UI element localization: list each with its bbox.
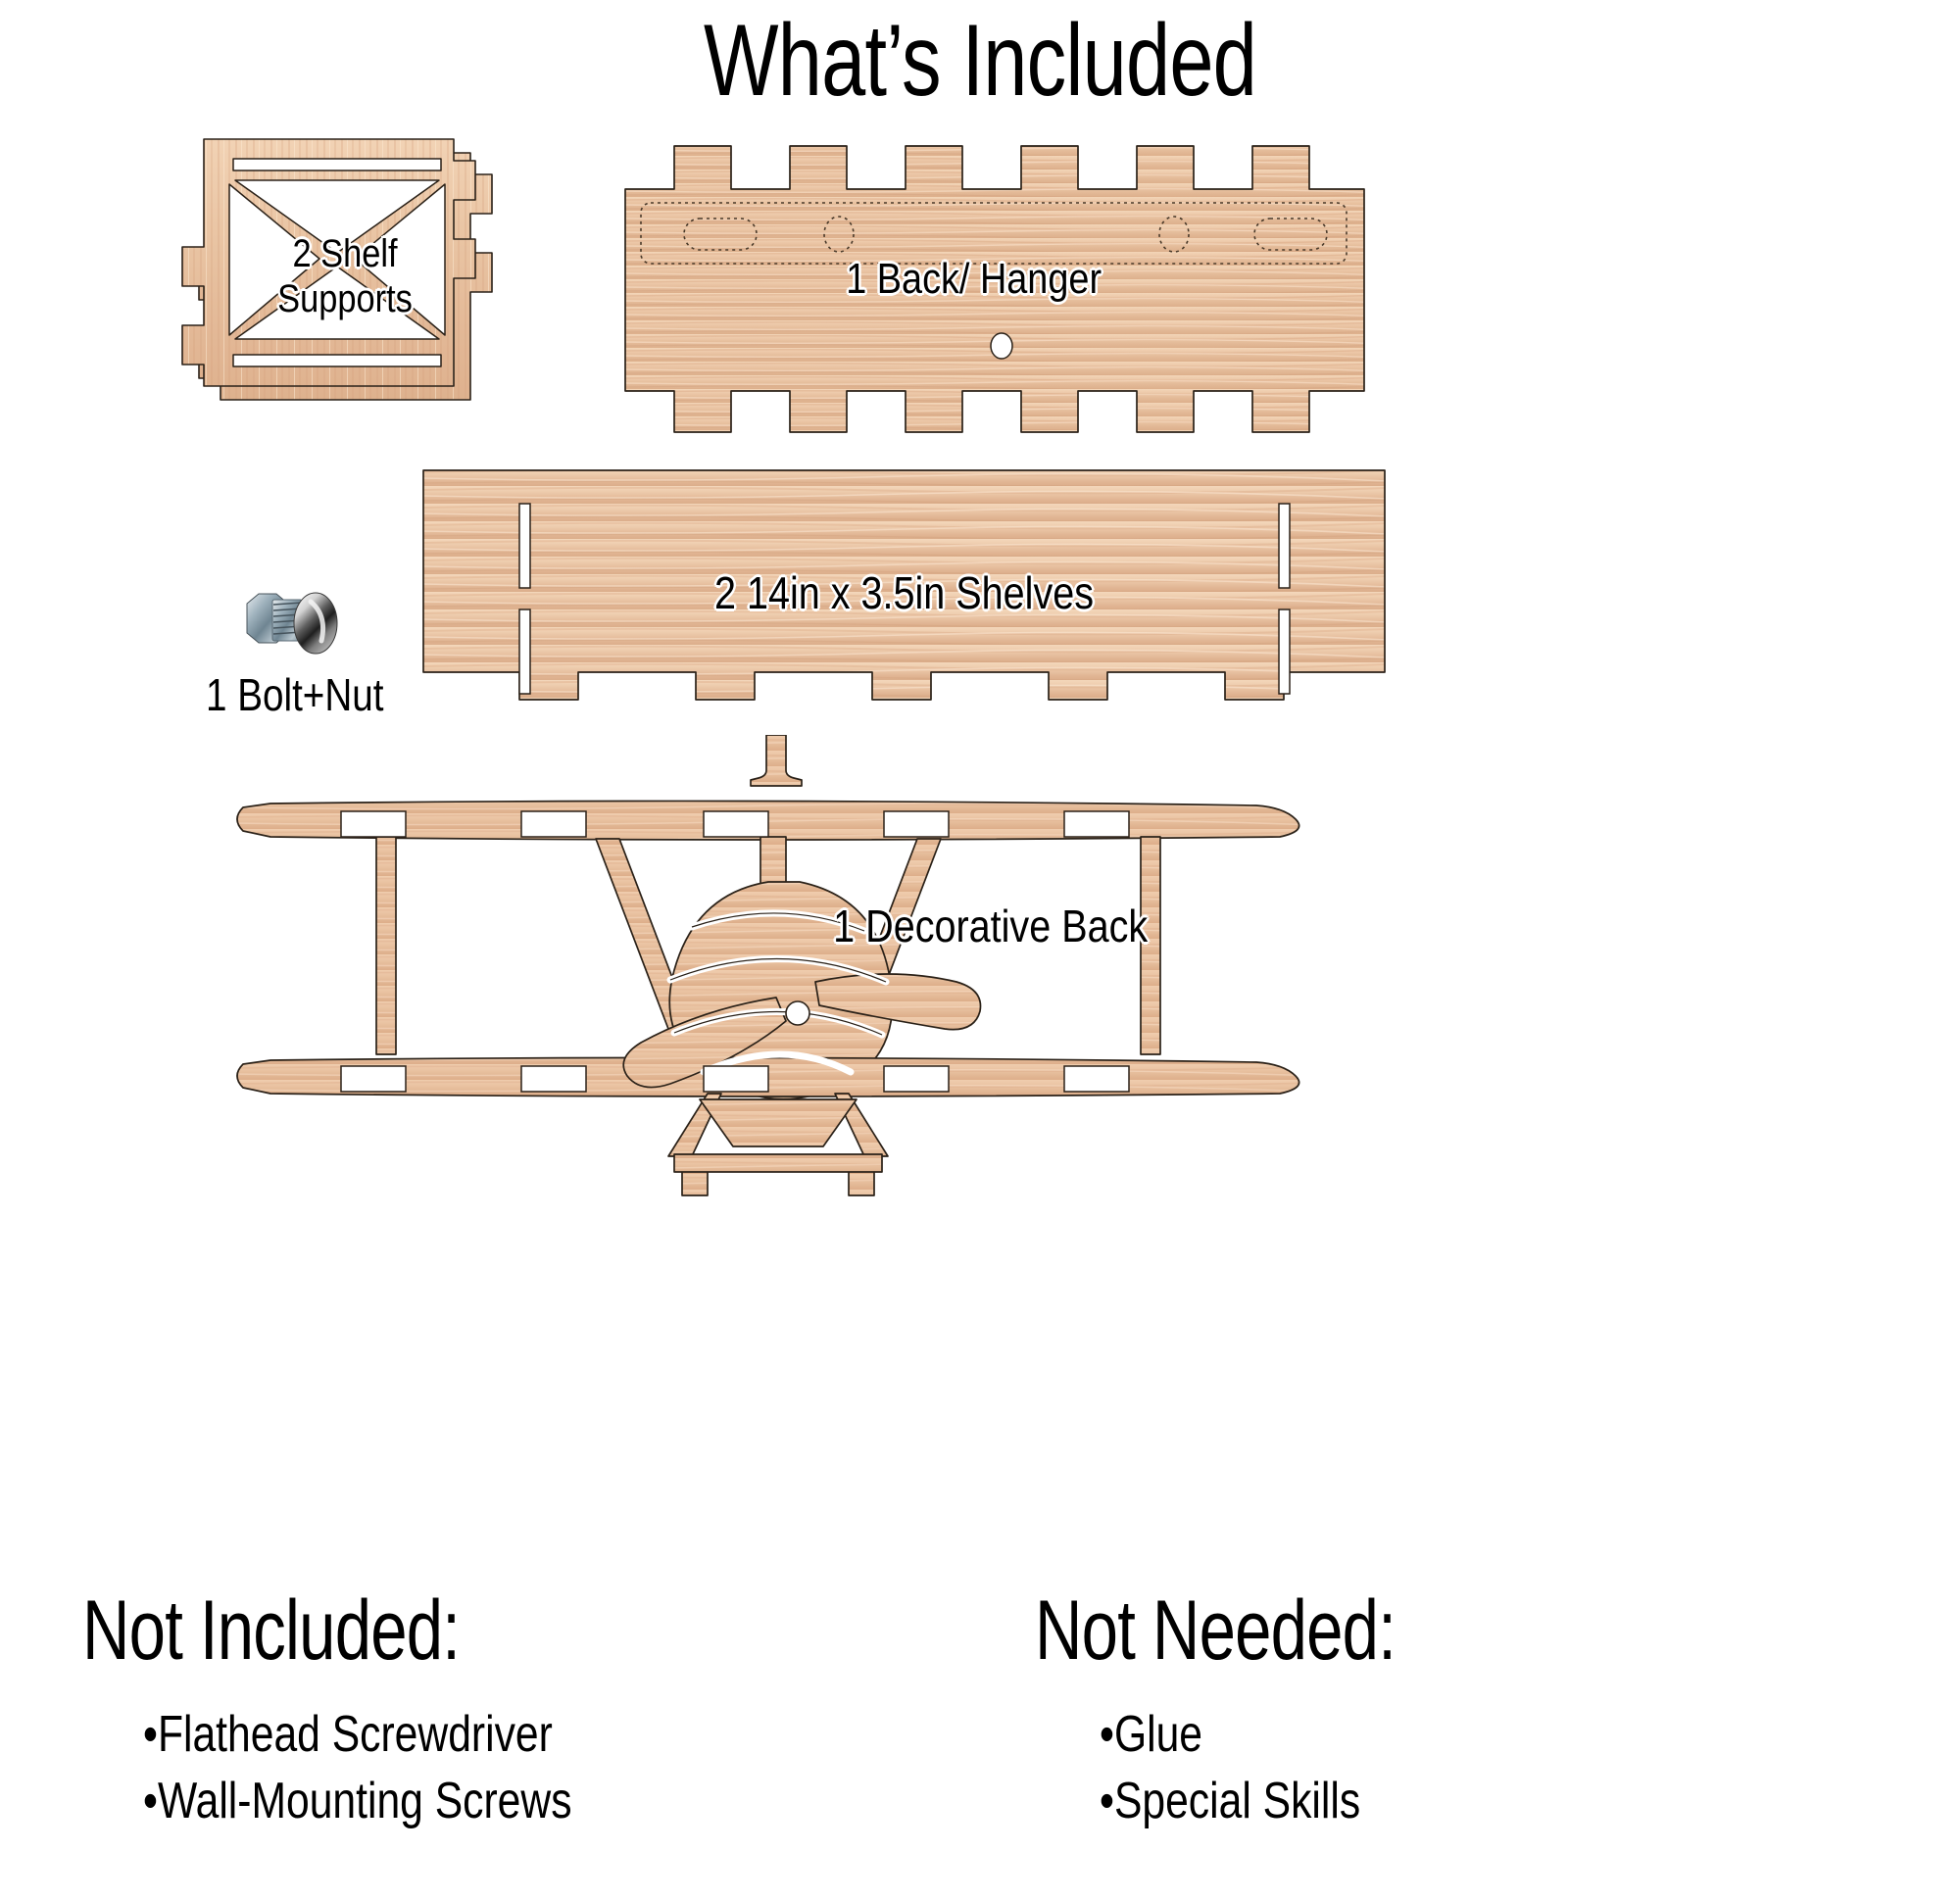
part-decorative-back: 1 Decorative Back	[231, 735, 1319, 1225]
shelves-drawing	[422, 469, 1386, 701]
back-hanger-screw-hole-left	[823, 216, 855, 253]
back-hanger-keyhole-slot-right	[1253, 218, 1328, 251]
not-included-heading: Not Included:	[82, 1583, 461, 1678]
back-hanger-engraving-strip	[640, 202, 1348, 265]
page-title: What’s Included	[704, 4, 1257, 118]
not-included-item-label: Wall-Mounting Screws	[157, 1773, 572, 1829]
shelf-support-void-top	[234, 179, 440, 254]
not-needed-item: •Special Skills	[1100, 1773, 1361, 1829]
propeller-blade-left	[622, 997, 787, 1089]
plane-strut-outer-left	[375, 836, 397, 1055]
bolt-nut-label: 1 Bolt+Nut	[206, 669, 384, 720]
back-hanger-drawing	[624, 145, 1365, 433]
shelf-support-void-left	[228, 183, 320, 336]
not-needed-heading: Not Needed:	[1035, 1583, 1396, 1678]
plane-axle	[673, 1153, 883, 1173]
plane-fuselage-lower	[699, 1098, 858, 1147]
shelf-plank	[422, 469, 1386, 701]
not-needed-item-label: Glue	[1113, 1706, 1203, 1763]
engine-ring-outlines	[669, 912, 887, 1036]
not-needed-item-label: Special Skills	[1113, 1773, 1361, 1829]
back-hanger-body	[624, 145, 1365, 433]
decorative-back-drawing	[236, 735, 1300, 1196]
not-included-item: •Flathead Screwdriver	[143, 1706, 553, 1763]
not-included-item-label: Flathead Screwdriver	[157, 1706, 553, 1763]
plane-strut-outer-right	[1140, 836, 1161, 1055]
bolt-slot-highlight	[308, 599, 326, 644]
not-needed-section: Not Needed: •Glue •Special Skills	[1035, 1585, 1819, 1834]
propeller-blade-right	[814, 973, 982, 1031]
not-included-item: •Wall-Mounting Screws	[143, 1773, 572, 1829]
back-hanger-keyhole-slot-left	[683, 218, 758, 251]
plane-top-connector	[750, 735, 803, 787]
part-shelves: 2 14in x 3.5in Shelves	[421, 468, 1387, 713]
back-hanger-screw-hole-right	[1158, 216, 1190, 253]
shelf-support-void-bottom	[234, 266, 440, 340]
not-included-section: Not Included: •Flathead Screwdriver •Wal…	[82, 1585, 866, 1834]
decorative-back-wing-slots	[340, 810, 1130, 1093]
back-hanger-bolt-hole	[990, 332, 1013, 360]
bolt-nut-icon	[246, 592, 338, 655]
shelf-support-bottom-slot	[232, 354, 442, 367]
not-needed-item: •Glue	[1100, 1706, 1203, 1763]
part-back-hanger: 1 Back/ Hanger	[623, 142, 1388, 436]
shelf-slots	[518, 503, 1291, 695]
part-bolt-nut: 1 Bolt+Nut	[182, 582, 476, 720]
bolt-head	[293, 592, 338, 655]
shelf-support-void-right	[354, 183, 446, 336]
part-shelf-supports: 2 Shelf Supports	[147, 137, 529, 421]
shelf-support-top-slot	[232, 158, 442, 171]
propeller-hub	[785, 1000, 810, 1026]
shelf-supports-drawing	[181, 138, 493, 401]
